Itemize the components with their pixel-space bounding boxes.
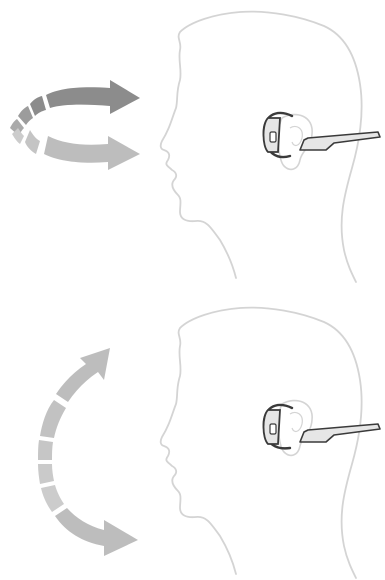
head-silhouette (161, 12, 362, 282)
arc-segment (38, 464, 54, 484)
ear-inner (290, 126, 302, 145)
headset-button (270, 132, 276, 142)
upper-arrow (10, 80, 140, 136)
headset-boom (300, 424, 380, 442)
ear-inner (290, 412, 302, 431)
lower-arrowhead (55, 508, 138, 556)
head-nod-illustration (0, 290, 385, 580)
head-shake-illustration (0, 0, 385, 290)
headset-icon (264, 405, 381, 448)
upper-arrowhead (56, 348, 110, 402)
horizontal-arrows-icon (10, 80, 140, 170)
headset-button (270, 424, 276, 434)
lower-arrow (12, 128, 140, 170)
head-silhouette (161, 308, 362, 578)
head-nod-panel (0, 290, 385, 580)
arc-segment (40, 400, 66, 438)
arc-segment (41, 485, 64, 512)
arc-segment (38, 440, 53, 460)
head-shake-panel (0, 0, 385, 290)
vertical-curved-arrow-icon (38, 348, 138, 556)
